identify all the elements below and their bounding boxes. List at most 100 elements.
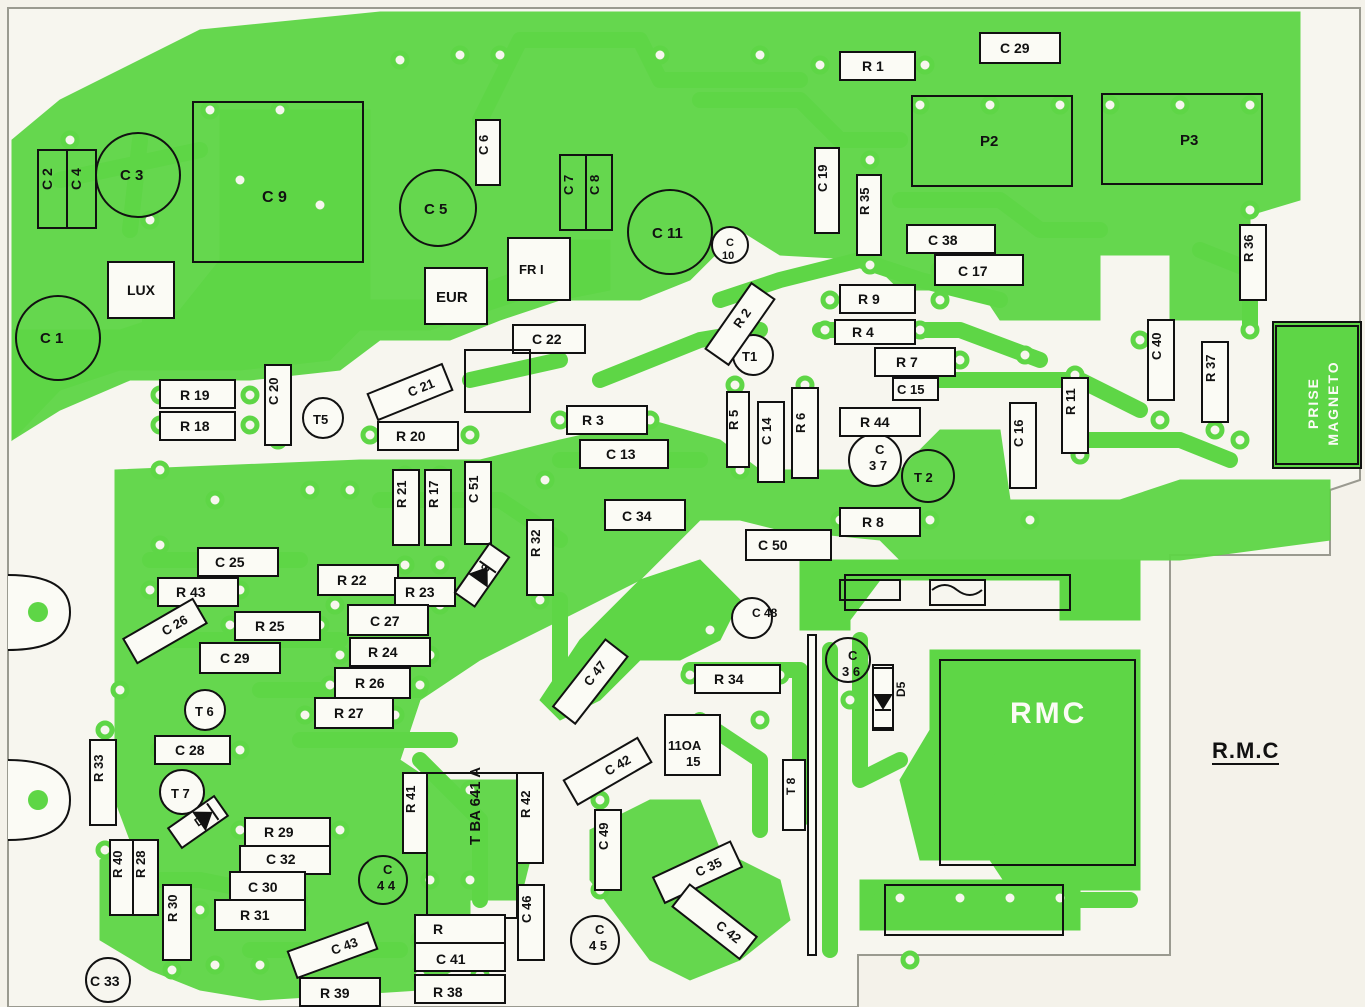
c11-body <box>627 189 713 275</box>
label-c11: C 11 <box>652 225 683 242</box>
label-c29a: C 29 <box>1000 40 1030 56</box>
label-r19: R 19 <box>180 387 210 403</box>
label-t1: T1 <box>742 349 757 364</box>
label-r27: R 27 <box>334 705 364 721</box>
label-c27: C 27 <box>370 613 400 629</box>
c44-body <box>358 855 408 905</box>
label-c29b: C 29 <box>220 650 250 666</box>
label-c32: C 32 <box>266 851 296 867</box>
label-c28: C 28 <box>175 742 205 758</box>
label-c38: C 38 <box>928 232 958 248</box>
label-c48: C 48 <box>752 606 778 620</box>
c36-body <box>825 637 871 683</box>
label-r33: R 33 <box>91 755 106 782</box>
label-c2: C 2 <box>39 168 55 190</box>
label-r32: R 32 <box>528 530 543 557</box>
label-c3: C 3 <box>120 167 143 184</box>
label-r44: R 44 <box>860 414 890 430</box>
label-c33: C 33 <box>90 973 120 989</box>
label-r8: R 8 <box>862 514 884 530</box>
label-r1: R 1 <box>862 58 884 74</box>
label-r23: R 23 <box>405 584 435 600</box>
label-c15: C 15 <box>897 382 924 397</box>
component-outlines <box>15 32 1362 1007</box>
label-r42: R 42 <box>518 791 533 818</box>
label-c6: C 6 <box>476 135 491 155</box>
t2-body <box>901 449 955 503</box>
label-r26: R 26 <box>355 675 385 691</box>
label-rmc: RMC <box>1010 697 1087 730</box>
label-r5: R 5 <box>726 410 741 430</box>
label-c9: C 9 <box>262 189 287 206</box>
c33-body <box>85 957 131 1003</box>
label-c14: C 14 <box>759 417 774 445</box>
label-c41: C 41 <box>436 951 466 967</box>
t5-body <box>302 397 344 439</box>
label-r38: R 38 <box>433 984 463 1000</box>
label-r29: R 29 <box>264 824 294 840</box>
label-r21: R 21 <box>394 481 409 508</box>
label-r37: R 37 <box>1203 355 1218 382</box>
label-c4: C 4 <box>68 168 84 190</box>
label-r30: R 30 <box>165 895 180 922</box>
c10-body <box>711 226 749 264</box>
label-c46: C 46 <box>519 896 534 923</box>
label-r28: R 28 <box>133 851 148 878</box>
label-r41: R 41 <box>403 786 418 813</box>
label-t2: T 2 <box>914 470 933 485</box>
label-c34: C 34 <box>622 508 652 524</box>
label-c8: C 8 <box>587 175 602 195</box>
label-r31: R 31 <box>240 907 270 923</box>
t7-body <box>159 769 205 815</box>
label-c13: C 13 <box>606 446 636 462</box>
label-ic: T BA 641 A <box>467 767 484 845</box>
label-r24: R 24 <box>368 644 398 660</box>
label-c30: C 30 <box>248 879 278 895</box>
label-r39: R 39 <box>320 985 350 1001</box>
label-r3: R 3 <box>582 412 604 428</box>
label-c5: C 5 <box>424 201 447 218</box>
label-c49: C 49 <box>596 823 611 850</box>
label-r6: R 6 <box>793 413 808 433</box>
label-r25: R 25 <box>255 618 285 634</box>
c45-body <box>570 915 620 965</box>
label-c19: C 19 <box>815 165 830 192</box>
label-p2: P2 <box>980 133 998 150</box>
label-fr1: FR I <box>519 262 544 277</box>
c5-body <box>399 169 477 247</box>
label-r9: R 9 <box>858 291 880 307</box>
label-d5: D5 <box>894 681 908 697</box>
label-r4: R 4 <box>852 324 874 340</box>
t6-body <box>184 689 226 731</box>
board-title: R.M.C <box>1212 738 1280 765</box>
label-eur: EUR <box>436 289 468 306</box>
label-t5: T5 <box>313 412 328 427</box>
label-c22: C 22 <box>532 331 562 347</box>
label-c20: C 20 <box>266 378 281 405</box>
label-r: R <box>433 921 443 937</box>
label-p3: P3 <box>1180 132 1198 149</box>
label-t8: T 8 <box>784 777 798 795</box>
mounting-holes <box>7 574 72 841</box>
label-r11: R 11 <box>1063 388 1078 415</box>
label-r17: R 17 <box>426 481 441 508</box>
label-t7: T 7 <box>171 786 190 801</box>
label-lux: LUX <box>127 282 156 298</box>
label-r7: R 7 <box>896 354 918 370</box>
label-r35: R 35 <box>857 188 872 215</box>
label-c1: C 1 <box>40 330 63 347</box>
c48-body <box>731 597 773 639</box>
label-c50: C 50 <box>758 537 788 553</box>
label-c25: C 25 <box>215 554 245 570</box>
label-r34: R 34 <box>714 671 744 687</box>
label-c16: C 16 <box>1011 420 1026 447</box>
label-r36: R 36 <box>1241 235 1256 262</box>
